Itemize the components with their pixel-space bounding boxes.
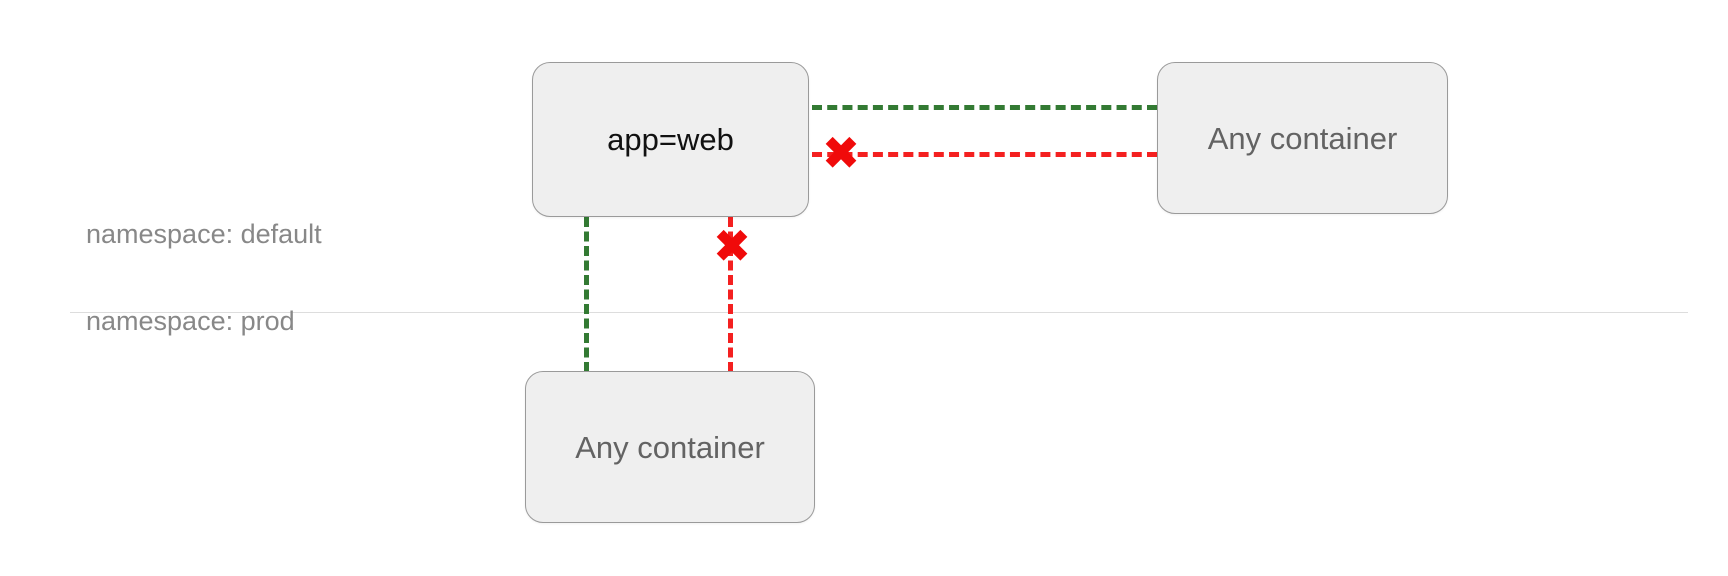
node-any-container-prod[interactable]: Any container	[525, 371, 815, 523]
edge-deny-selector-to-bottom-container	[728, 217, 733, 372]
node-label-any-container-prod: Any container	[575, 429, 765, 465]
node-selector-app-web[interactable]: app=web	[532, 62, 809, 217]
edge-deny-selector-to-right-container	[812, 152, 1157, 157]
namespace-label-default: namespace: default	[86, 219, 322, 249]
node-label-any-container-default: Any container	[1207, 120, 1398, 156]
edge-allow-selector-to-right-container	[812, 105, 1157, 110]
node-any-container-default[interactable]: Any container	[1157, 62, 1448, 214]
namespace-divider	[70, 312, 1688, 313]
node-label-selector: app=web	[607, 122, 734, 157]
edge-allow-selector-to-bottom-container	[584, 217, 589, 372]
blocked-x-icon-bottom: ✖	[712, 219, 752, 273]
blocked-x-icon-right: ✖	[821, 126, 861, 180]
namespace-label-prod: namespace: prod	[86, 306, 295, 336]
